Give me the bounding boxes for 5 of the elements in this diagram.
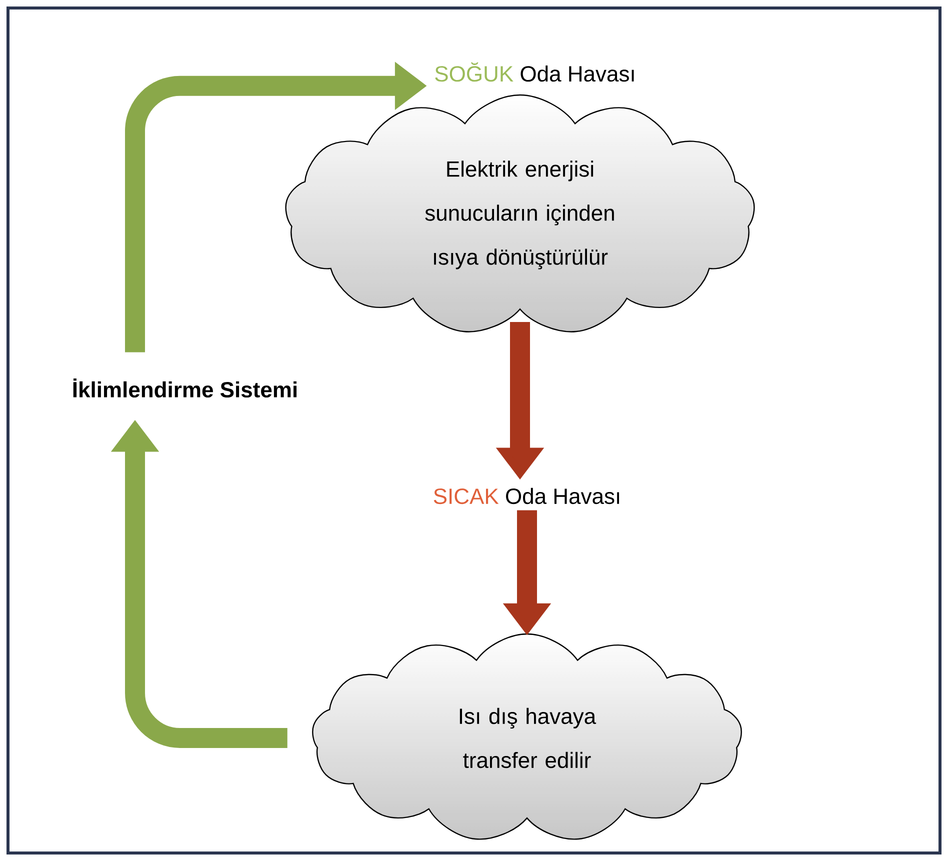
process-cloud: Isı dış havaya transfer edilir: [312, 633, 742, 840]
system-label: İklimlendirme Sistemi: [73, 378, 297, 398]
flow-label: SICAK Oda Havası: [434, 488, 620, 504]
flow-label: SOĞUK Oda Havası: [435, 62, 634, 82]
process-cloud: Elektrik enerjisi sunucuların içinden ısıya dönüştürülür: [285, 94, 755, 332]
